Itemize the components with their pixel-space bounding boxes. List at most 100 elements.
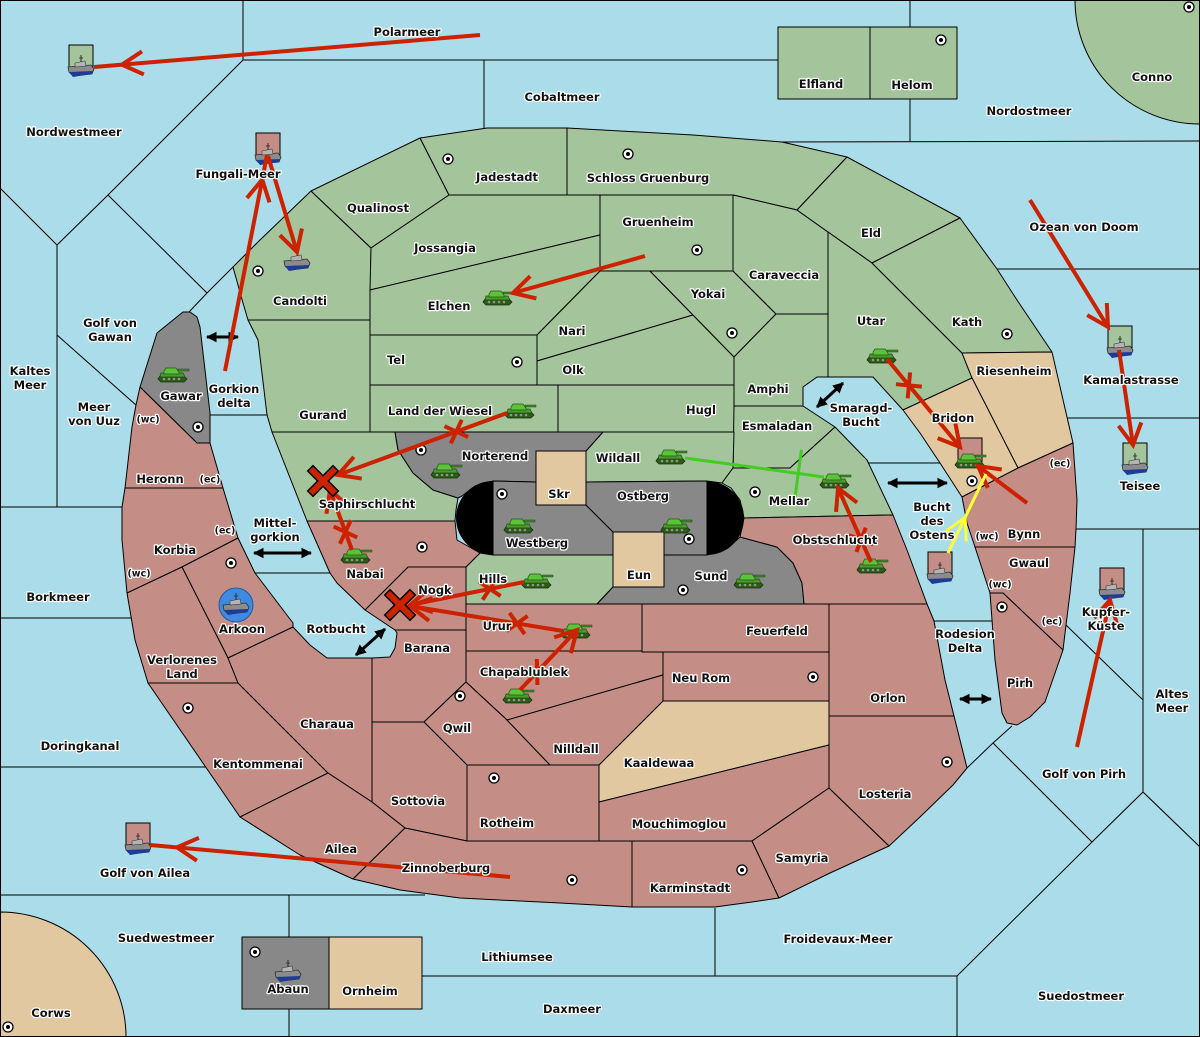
sea-label-mittelgorkion-line: Mittel- [254, 516, 297, 530]
arrowhead-icon [936, 423, 963, 451]
province-label-utar-line: Utar [857, 314, 886, 328]
unit-fleet-golf-von-ailea[interactable] [124, 822, 152, 856]
supply-center-dot [695, 248, 699, 252]
province-label-olk: Olk [562, 363, 584, 377]
province-pirh[interactable] [989, 592, 1064, 726]
province-label-elfland: Elfland [799, 77, 844, 91]
arrowhead-icon [278, 228, 304, 256]
order-move-obstschlucht-to-mellar[interactable] [834, 484, 874, 563]
province-conno[interactable] [1074, 0, 1200, 125]
supply-center-dot [253, 950, 257, 954]
province-label-nabai: Nabai [346, 567, 383, 581]
standoff-layer [306, 464, 417, 622]
unit-fleet-kupfer-kueste[interactable] [1098, 567, 1126, 601]
sea-label-smaragd-bucht: Smaragd-Bucht [830, 401, 893, 429]
sea-label-golf-von-gawan-line: Golf von [83, 316, 137, 330]
province-label-schloss-gruenburg: Schloss Gruenburg [587, 171, 709, 185]
province-helom[interactable] [869, 26, 958, 100]
order-move-fungali-meer-to-candolti[interactable] [266, 155, 304, 256]
arrowhead-icon [834, 484, 859, 513]
province-label-gwaul-line: Gwaul [1009, 556, 1049, 570]
province-label-esmaladan: Esmaladan [742, 419, 812, 433]
province-label-verlorenes-land-line: Verlorenes [147, 653, 217, 667]
sea-label-rodesion-delta-line: Rodesion [935, 627, 995, 641]
province-label-urur: Urur [483, 619, 512, 633]
sea-label-altes-meer-line: Meer [1156, 701, 1189, 715]
province-ornheim[interactable] [328, 936, 423, 1010]
province-label-qwil-line: Qwil [443, 721, 471, 735]
order-move-golf-von-pirh-to-kupfer-kueste[interactable] [1075, 595, 1119, 748]
province-eun[interactable] [612, 531, 665, 588]
province-label-land-der-wiesel-line: Land der Wiesel [388, 404, 492, 418]
province-label-zinnoberburg-line: Zinnoberburg [402, 861, 491, 875]
order-move-zinnoberburg-to-golf-von-ailea[interactable] [149, 835, 511, 879]
order-move-utar-to-bridon[interactable] [885, 357, 963, 451]
unit-fleet-bucht-des-ostens[interactable] [926, 551, 954, 585]
province-label-nari-line: Nari [559, 324, 586, 338]
failed-order-cross-icon [332, 519, 359, 545]
failed-order-cross-icon [443, 418, 469, 445]
province-label-hills: Hills [479, 572, 507, 586]
sea-label-bucht-des-ostens-line: Bucht [913, 500, 951, 514]
province-label-ornheim-line: Ornheim [342, 984, 398, 998]
province-label-kath: Kath [952, 315, 982, 329]
unit-army-bridon[interactable] [954, 437, 987, 469]
province-label-tel-line: Tel [387, 353, 405, 367]
province-label-nogk-line: Nogk [418, 583, 452, 597]
order-move-land-der-wiesel-to-saphirschlucht[interactable] [334, 411, 508, 481]
province-label-korbia: Korbia [154, 543, 196, 557]
order-line [885, 357, 962, 449]
province-label-sund-line: Sund [695, 569, 728, 583]
sea-label-fungali-meer: Fungali-Meer [195, 167, 280, 181]
sea-label-golf-von-pirh-line: Golf von Pirh [1042, 767, 1126, 781]
order-line [836, 487, 873, 563]
arrowhead-icon [405, 596, 434, 623]
sea-label-bucht-des-ostens-line: des [921, 514, 944, 528]
order-support-hold-wildall-to-mellar[interactable] [684, 449, 825, 498]
order-move-polarmeer-to-nordwestmeer[interactable] [93, 33, 481, 77]
order-move-kamalastrasse-to-teisee[interactable] [1116, 349, 1144, 450]
province-label-riesenheim: Riesenheim [976, 364, 1051, 378]
province-losteria[interactable] [828, 715, 968, 847]
order-move-urur-to-nogk[interactable] [405, 596, 564, 636]
arrowhead-icon [1116, 421, 1144, 450]
unit-fleet-teisee[interactable] [1121, 442, 1149, 476]
province-label-amphi: Amphi [747, 382, 788, 396]
unit-fleet-fungali-meer[interactable] [254, 132, 282, 166]
province-label-sottovia: Sottovia [391, 794, 445, 808]
coast-label-bynn: (wc) [975, 532, 998, 543]
order-support-move-bucht-des-ostens-to-bridon[interactable] [944, 473, 988, 554]
province-label-conno: Conno [1132, 70, 1173, 84]
order-line [409, 604, 564, 633]
unit-fleet-arkoon[interactable] [218, 587, 254, 623]
province-obstschlucht[interactable] [739, 514, 928, 605]
sea-label-borkmeer-line: Borkmeer [26, 590, 90, 604]
unit-fleet-nordwestmeer[interactable] [67, 44, 95, 78]
province-label-barana-line: Barana [404, 641, 450, 655]
province-corws[interactable] [0, 911, 127, 1037]
province-skr[interactable] [535, 450, 587, 506]
province-label-ostberg-line: Ostberg [617, 489, 669, 503]
order-move-bynn-to-bridon[interactable] [974, 463, 1029, 505]
sea-label-golf-von-ailea-line: Golf von Ailea [100, 866, 190, 880]
province-label-eld-line: Eld [861, 226, 881, 240]
order-move-ozean-von-doom-to-kamalastrasse[interactable] [1028, 198, 1111, 331]
sea-label-daxmeer: Daxmeer [543, 1002, 601, 1016]
sea-label-froidevaux-meer: Froidevaux-Meer [783, 932, 892, 946]
sea-label-golf-von-pirh: Golf von Pirh [1042, 767, 1126, 781]
sea-label-kamalastrasse: Kamalastrasse [1083, 373, 1179, 387]
province-label-caraveccia-line: Caraveccia [749, 268, 819, 282]
order-move-gruenheim-to-elchen[interactable] [508, 254, 646, 301]
province-label-qualinost: Qualinost [347, 201, 410, 215]
order-line [518, 628, 579, 692]
supply-center-icon [496, 488, 508, 500]
province-samyria[interactable] [751, 787, 890, 899]
province-label-gruenheim: Gruenheim [622, 215, 693, 229]
province-neu-rom[interactable] [662, 651, 830, 702]
province-nilldall[interactable] [506, 674, 664, 766]
order-move-gorkion-delta-to-fungali-meer[interactable] [223, 154, 272, 372]
province-gruenheim[interactable] [599, 194, 734, 272]
order-move-chapablublek-to-urur[interactable] [518, 626, 580, 692]
province-label-schloss-gruenburg-line: Schloss Gruenburg [587, 171, 709, 185]
